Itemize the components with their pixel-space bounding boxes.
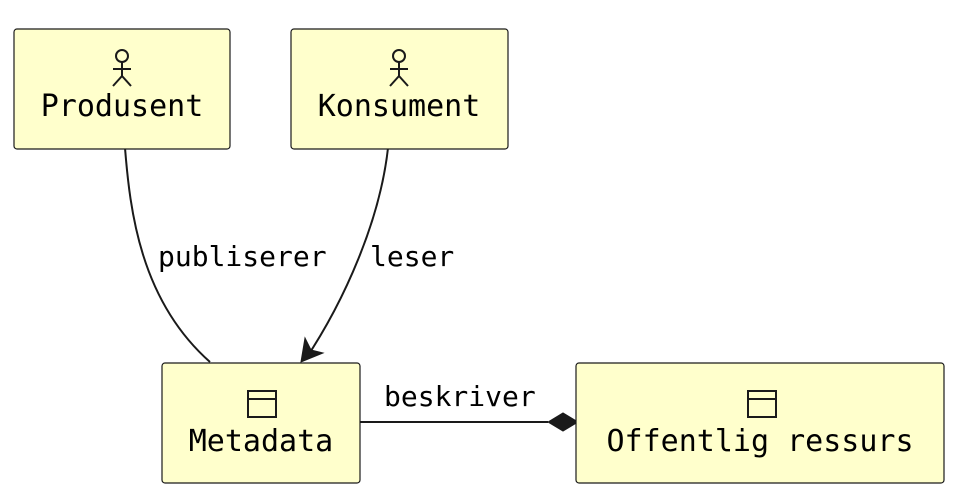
node-konsument[interactable]: Konsument: [290, 28, 509, 150]
edge-label-publiserer: publiserer: [158, 240, 327, 273]
component-box-icon: [747, 390, 777, 418]
node-metadata[interactable]: Metadata: [161, 362, 361, 484]
node-label-konsument: Konsument: [318, 89, 481, 124]
edge-label-leser: leser: [370, 240, 454, 273]
node-produsent[interactable]: Produsent: [13, 28, 231, 150]
arrowhead-leser: [300, 336, 325, 363]
edge-leser: [304, 147, 389, 361]
node-label-produsent: Produsent: [41, 89, 204, 124]
actor-icon: [112, 49, 132, 87]
diamond-composition-marker: [547, 412, 579, 432]
node-label-offentlig-ressurs: Offentlig ressurs: [606, 424, 913, 459]
actor-icon: [389, 49, 409, 87]
edge-publiserer: [124, 147, 211, 363]
node-label-metadata: Metadata: [189, 424, 334, 459]
component-box-icon: [247, 390, 277, 418]
node-offentlig-ressurs[interactable]: Offentlig ressurs: [575, 362, 945, 484]
edge-label-beskriver: beskriver: [384, 380, 536, 413]
